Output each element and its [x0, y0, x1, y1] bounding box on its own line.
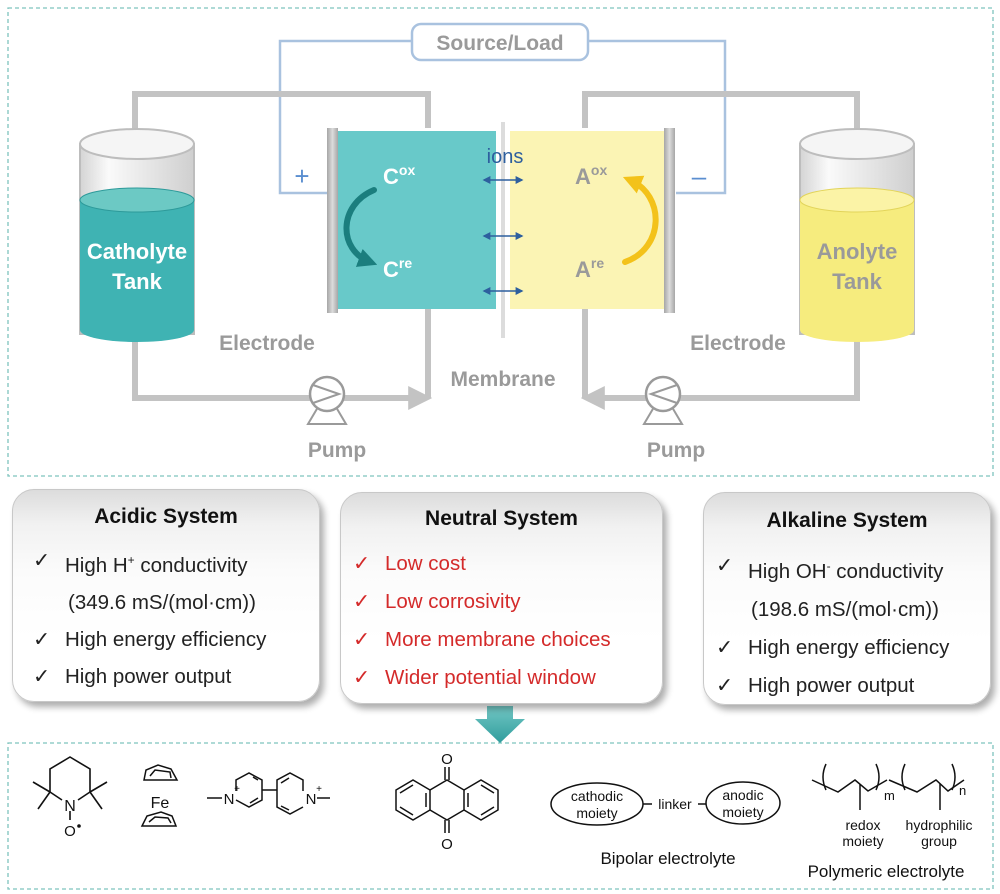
reduction-arrow — [343, 187, 378, 267]
check-icon: ✓ — [33, 664, 51, 688]
neutral-item-1: ✓Low cost — [353, 545, 656, 583]
positive-wire — [278, 39, 412, 195]
redox-label-1: redox — [845, 817, 880, 833]
acidic-item-1: ✓High H+ conductivity — [33, 542, 313, 584]
alkaline-list: ✓High OH- conductivity (198.6 mS/(mol·cm… — [716, 547, 984, 705]
check-icon: ✓ — [353, 590, 371, 613]
acidic-item-2: ✓High energy efficiency — [33, 621, 313, 658]
check-icon: ✓ — [716, 673, 734, 697]
polymer-structure — [811, 763, 965, 810]
cathodic-label-1: cathodic — [571, 788, 623, 804]
catholyte-tank-label-2: Tank — [112, 269, 162, 294]
alkaline-item-2: ✓High energy efficiency — [716, 629, 984, 667]
c-re-label: Cre — [383, 255, 412, 282]
negative-wire — [588, 39, 727, 195]
plus-terminal: + — [294, 161, 309, 191]
membrane-label: Membrane — [450, 368, 555, 391]
alkaline-title: Alkaline System — [766, 509, 928, 532]
anthraquinone-o-bottom: O — [441, 836, 453, 853]
alkaline-system-box: Alkaline System ✓High OH- conductivity (… — [703, 492, 991, 705]
right-pump-icon — [642, 375, 684, 425]
neutral-title: Neutral System — [425, 507, 578, 530]
right-electrode-label: Electrode — [690, 332, 786, 355]
bipolar-caption: Bipolar electrolyte — [600, 849, 735, 868]
right-pump-label: Pump — [647, 439, 705, 462]
anolyte-tank-label-1: Anolyte — [817, 239, 898, 264]
ferrocene-fe: Fe — [151, 795, 170, 812]
tempo-n: N — [64, 798, 76, 815]
left-pump-icon — [306, 375, 348, 425]
check-icon: ✓ — [716, 635, 734, 659]
check-icon: ✓ — [33, 627, 51, 651]
top-dashed-frame — [7, 7, 994, 477]
polymer-m: m — [884, 788, 895, 803]
radical-dot — [77, 824, 81, 828]
polymer-n: n — [959, 783, 966, 798]
viologen-n-left: N — [224, 791, 235, 808]
check-icon: ✓ — [353, 628, 371, 651]
a-ox-label: Aox — [575, 162, 607, 189]
acidic-title: Acidic System — [94, 505, 238, 528]
viologen-plus-left: + — [234, 784, 240, 795]
ferrocene-molecule — [140, 764, 179, 827]
left-electrode — [327, 128, 338, 313]
neutral-item-4: ✓Wider potential window — [353, 659, 656, 697]
check-icon: ✓ — [33, 549, 51, 572]
linker-label: linker — [658, 796, 692, 812]
alkaline-item-1-cont: (198.6 mS/(mol·cm)) — [751, 597, 939, 621]
left-electrode-label: Electrode — [219, 332, 315, 355]
catholyte-half-cell — [338, 131, 496, 309]
anodic-label-1: anodic — [722, 787, 763, 803]
polymeric-caption: Polymeric electrolyte — [808, 862, 965, 881]
alkaline-item-1: ✓High OH- conductivity — [716, 547, 984, 591]
viologen-n-right: N — [306, 791, 317, 808]
hydrophilic-label-1: hydrophilic — [906, 817, 973, 833]
left-pump-label: Pump — [308, 439, 366, 462]
acidic-system-box: Acidic System ✓High H+ conductivity (349… — [12, 489, 320, 702]
catholyte-tank-label-1: Catholyte — [87, 239, 187, 264]
anthraquinone-molecule — [395, 767, 499, 833]
a-re-label: Are — [575, 255, 604, 282]
tempo-molecule — [32, 756, 108, 820]
check-icon: ✓ — [353, 552, 371, 575]
anolyte-half-cell — [510, 131, 664, 309]
bottom-dashed-frame — [7, 742, 994, 890]
source-load-box — [410, 22, 590, 62]
neutral-system-box: Neutral System ✓Low cost ✓Low corrosivit… — [340, 492, 663, 704]
neutral-item-3: ✓More membrane choices — [353, 621, 656, 659]
ions-label: ions — [487, 146, 524, 168]
tempo-o: O — [64, 823, 76, 840]
check-icon: ✓ — [353, 666, 371, 689]
viologen-molecule — [207, 772, 330, 815]
neutral-item-2: ✓Low corrosivity — [353, 583, 656, 621]
neutral-list: ✓Low cost ✓Low corrosivity ✓More membran… — [353, 545, 656, 697]
check-icon: ✓ — [716, 554, 734, 577]
oxidation-arrow — [622, 175, 659, 265]
anthraquinone-o-top: O — [441, 751, 453, 768]
acidic-list: ✓High H+ conductivity (349.6 mS/(mol·cm)… — [33, 542, 313, 695]
anolyte-tank-label-2: Tank — [832, 269, 882, 294]
alkaline-item-3: ✓High power output — [716, 667, 984, 705]
cathodic-label-2: moiety — [576, 805, 617, 821]
anolyte-tank: Anolyte Tank — [799, 128, 915, 342]
right-electrode — [664, 128, 675, 313]
acidic-item-1-cont: (349.6 mS/(mol·cm)) — [68, 590, 256, 614]
source-load-label: Source/Load — [436, 32, 563, 55]
catholyte-tank: Catholyte Tank — [79, 128, 195, 342]
c-ox-label: Cox — [383, 162, 415, 189]
anodic-label-2: moiety — [722, 804, 763, 820]
viologen-plus-right: + — [316, 784, 322, 795]
hydrophilic-label-2: group — [921, 833, 957, 849]
redox-label-2: moiety — [842, 833, 883, 849]
bipolar-electrolyte-diagram — [550, 781, 781, 826]
acidic-item-3: ✓High power output — [33, 658, 313, 695]
minus-terminal: – — [692, 161, 707, 191]
down-arrow — [475, 706, 525, 743]
